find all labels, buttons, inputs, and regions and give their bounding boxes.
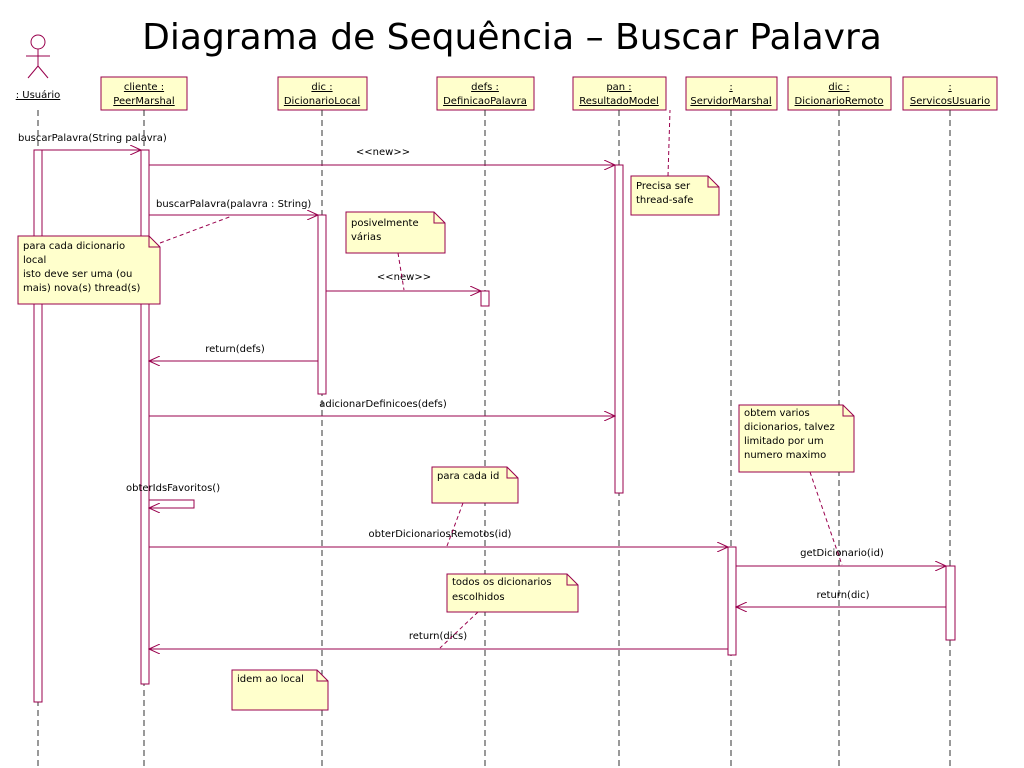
participant-cliente-class: PeerMarshal (113, 96, 174, 107)
participant-servidor-marshal-name: : (729, 82, 732, 93)
note-idem-ao-local[interactable]: idem ao local (231, 669, 329, 711)
note-shape (345, 211, 446, 254)
note-text-line: posivelmente (351, 218, 419, 229)
note-text-line: idem ao local (237, 674, 304, 685)
message-label-new-defs[interactable]: <<new>> (377, 272, 431, 283)
participant-defs[interactable]: defs : DefinicaoPalavra (436, 76, 535, 111)
participant-defs-name: defs : (471, 82, 499, 93)
message-label-return-dic[interactable]: return(dic) (816, 590, 869, 601)
message-label-return-dics[interactable]: return(dics) (409, 631, 467, 642)
participant-cliente-name: cliente : (124, 82, 164, 93)
note-todos-dicionarios[interactable]: todos os dicionarios escolhidos (439, 573, 579, 649)
participant-dic-local-class: DicionarioLocal (284, 96, 360, 107)
note-connector (809, 471, 843, 566)
note-text-line: isto deve ser uma (ou (23, 269, 132, 280)
note-posivelmente-varias[interactable]: posivelmente várias (345, 211, 446, 291)
message-label-return-defs[interactable]: return(defs) (205, 344, 265, 355)
activation-servicos-usuario (945, 565, 956, 641)
activation-pan (614, 164, 624, 494)
participant-cliente[interactable]: cliente : PeerMarshal (100, 76, 188, 111)
message-line-obter-ids-favoritos (149, 499, 195, 508)
note-text-line: para cada dicionario (23, 241, 125, 252)
note-text-line: escolhidos (452, 592, 505, 603)
note-shape (446, 573, 579, 613)
participant-dic-remoto-name: dic : (828, 82, 849, 93)
note-text-line: obtem varios (744, 408, 810, 419)
note-text-line: dicionarios, talvez (744, 422, 835, 433)
note-thread-safe[interactable]: Precisa ser thread-safe (630, 109, 720, 216)
note-connector (159, 215, 233, 244)
participant-servidor-marshal-class: ServidorMarshal (690, 96, 771, 107)
note-fold (842, 405, 854, 417)
page-title: Diagrama de Sequência – Buscar Palavra (142, 17, 882, 58)
note-text-line: limitado por um (744, 436, 824, 447)
message-label-buscar-palavra-local[interactable]: buscarPalavra(palavra : String) (156, 199, 311, 210)
note-para-cada-id[interactable]: para cada id (431, 466, 519, 547)
note-text-line: várias (351, 231, 381, 243)
participant-pan[interactable]: pan : ResultadoModel (572, 76, 667, 111)
note-fold (316, 670, 328, 682)
note-connector (446, 502, 464, 547)
participant-servicos-usuario-class: ServicosUsuario (910, 96, 990, 107)
note-fold (707, 176, 719, 188)
note-connector (397, 252, 405, 291)
activation-defs (480, 290, 490, 307)
participant-dic-remoto[interactable]: dic : DicionarioRemoto (787, 76, 892, 111)
note-connector (667, 109, 671, 177)
activation-dic-local (317, 214, 327, 395)
message-label-obter-dicionarios-remotos[interactable]: obterDicionariosRemotos(id) (369, 529, 512, 540)
note-shape (231, 669, 329, 711)
message-label-new-pan[interactable]: <<new>> (356, 147, 410, 158)
message-label-obter-ids-favoritos[interactable]: obterIdsFavoritos() (126, 483, 220, 494)
note-shape (630, 175, 720, 216)
note-shape (431, 466, 519, 504)
note-fold (148, 236, 160, 248)
participant-dic-local[interactable]: dic : DicionarioLocal (277, 76, 368, 111)
note-connector (439, 611, 479, 649)
message-label-get-dicionario[interactable]: getDicionario(id) (800, 548, 884, 559)
note-text-line: local (23, 255, 46, 266)
participant-defs-class: DefinicaoPalavra (443, 96, 527, 107)
activation-servidor-marshal (727, 546, 737, 656)
note-text-line: para cada id (437, 471, 499, 482)
note-obtem-varios-dicionarios[interactable]: obtem varios dicionarios, talvez limitad… (738, 404, 855, 566)
message-label-buscar-palavra[interactable]: buscarPalavra(String palavra) (18, 133, 167, 144)
activation-cliente (140, 149, 150, 685)
participant-pan-name: pan : (606, 82, 631, 93)
note-thread-por-dicionario[interactable]: para cada dicionario local isto deve ser… (17, 215, 233, 305)
note-fold (566, 574, 578, 586)
participant-dic-remoto-class: DicionarioRemoto (795, 96, 884, 107)
note-text-line: thread-safe (636, 195, 693, 206)
actor-figure-icon (26, 34, 50, 79)
note-text-line: numero maximo (744, 450, 826, 461)
note-text-line: Precisa ser (636, 181, 691, 192)
participant-servidor-marshal[interactable]: : ServidorMarshal (685, 76, 778, 111)
participant-servicos-usuario-name: : (948, 82, 951, 93)
actor-usuario[interactable]: : Usuário (16, 34, 61, 101)
message-label-adicionar-definicoes[interactable]: adicionarDefinicoes(defs) (319, 399, 447, 410)
participant-dic-local-name: dic : (311, 82, 332, 93)
actor-label: : Usuário (16, 89, 61, 101)
note-fold (433, 212, 445, 224)
activation-usuario (33, 149, 43, 703)
participant-servicos-usuario[interactable]: : ServicosUsuario (902, 76, 998, 111)
note-fold (506, 467, 518, 479)
participant-pan-class: ResultadoModel (579, 96, 659, 107)
note-text-line: mais) nova(s) thread(s) (23, 283, 141, 294)
note-shape (738, 404, 855, 473)
note-text-line: todos os dicionarios (452, 577, 552, 588)
note-shape (17, 235, 161, 305)
